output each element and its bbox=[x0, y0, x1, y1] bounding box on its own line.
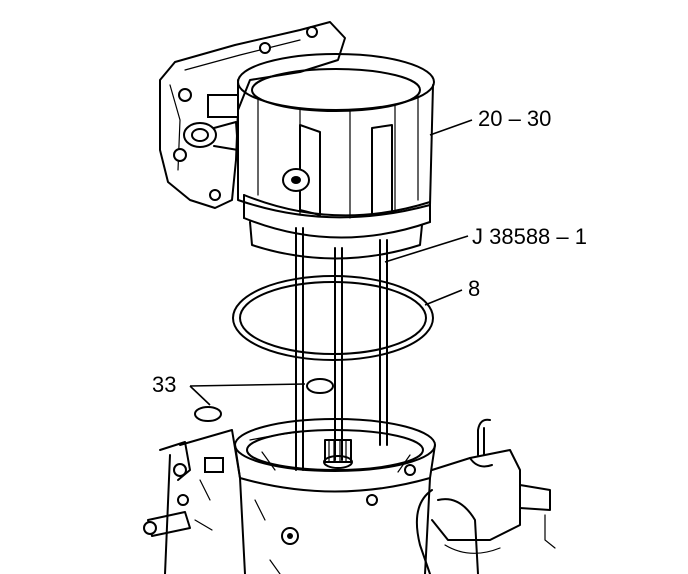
guide-pin-tool bbox=[295, 227, 388, 471]
callout-o-ring: 8 bbox=[468, 276, 480, 301]
callout-guide-tool: J 38588 – 1 bbox=[472, 224, 587, 249]
seal-rings bbox=[194, 378, 334, 422]
callout-housing: 20 – 30 bbox=[478, 106, 551, 131]
callout-seal: 33 bbox=[152, 372, 176, 397]
o-ring bbox=[232, 275, 434, 361]
leader-lines bbox=[189, 119, 473, 406]
lower-case bbox=[143, 418, 556, 574]
upper-housing bbox=[159, 21, 435, 260]
